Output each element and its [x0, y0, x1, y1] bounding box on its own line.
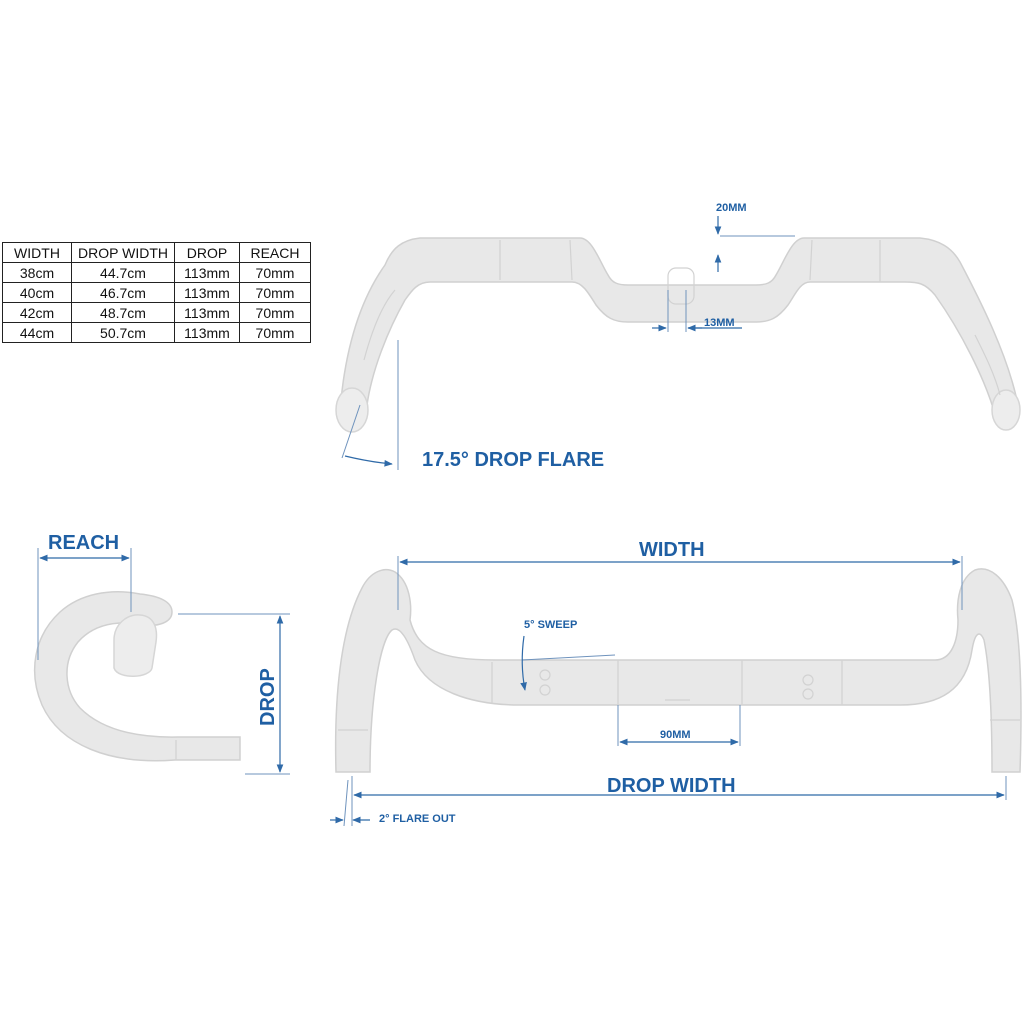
- table-cell: 42cm: [2, 302, 72, 323]
- geometry-table: WIDTH DROP WIDTH DROP REACH 38cm 44.7cm …: [2, 242, 311, 343]
- center-section-dimension: 90MM: [617, 705, 741, 746]
- table-cell: 46.7cm: [71, 282, 175, 303]
- flare-out-label: 2° FLARE OUT: [379, 813, 456, 825]
- table-cell: 113mm: [174, 302, 240, 323]
- rise-dimension: 20MM: [714, 202, 795, 272]
- drop-flare-label: 17.5° DROP FLARE: [422, 449, 604, 471]
- table-row: 42cm 48.7cm 113mm 70mm: [2, 302, 311, 323]
- width-dimension: WIDTH: [397, 539, 963, 610]
- front-view-handlebar: [335, 237, 1021, 433]
- sweep-label: 5° SWEEP: [524, 619, 577, 631]
- table-cell: 113mm: [174, 322, 240, 343]
- table-row: 40cm 46.7cm 113mm 70mm: [2, 282, 311, 303]
- center-section-label: 90MM: [660, 729, 691, 741]
- table-row: 44cm 50.7cm 113mm 70mm: [2, 322, 311, 343]
- drop-width-label: DROP WIDTH: [607, 775, 736, 797]
- table-cell: 44cm: [2, 322, 72, 343]
- drop-width-dimension: DROP WIDTH: [351, 775, 1007, 826]
- clamp-offset-label: 13MM: [704, 317, 735, 329]
- top-view-handlebar: [334, 568, 1022, 773]
- clamp-offset-dimension: 13MM: [652, 290, 742, 332]
- reach-dimension: REACH: [37, 532, 132, 660]
- table-cell: 38cm: [2, 262, 72, 283]
- sweep-dimension: 5° SWEEP: [520, 619, 616, 691]
- reach-label: REACH: [48, 532, 119, 554]
- width-label: WIDTH: [639, 539, 705, 561]
- drop-flare-dimension: 17.5° DROP FLARE: [341, 340, 604, 471]
- table-cell: 48.7cm: [71, 302, 175, 323]
- rise-label: 20MM: [716, 202, 747, 214]
- table-cell: 70mm: [239, 302, 311, 323]
- table-cell: 50.7cm: [71, 322, 175, 343]
- drop-label: DROP: [257, 668, 279, 726]
- flare-out-dimension: 2° FLARE OUT: [330, 779, 456, 827]
- side-view-handlebar: [33, 591, 241, 762]
- table-header-row: WIDTH DROP WIDTH DROP REACH: [2, 242, 311, 263]
- table-cell: 70mm: [239, 322, 311, 343]
- drop-dimension: DROP: [178, 613, 290, 775]
